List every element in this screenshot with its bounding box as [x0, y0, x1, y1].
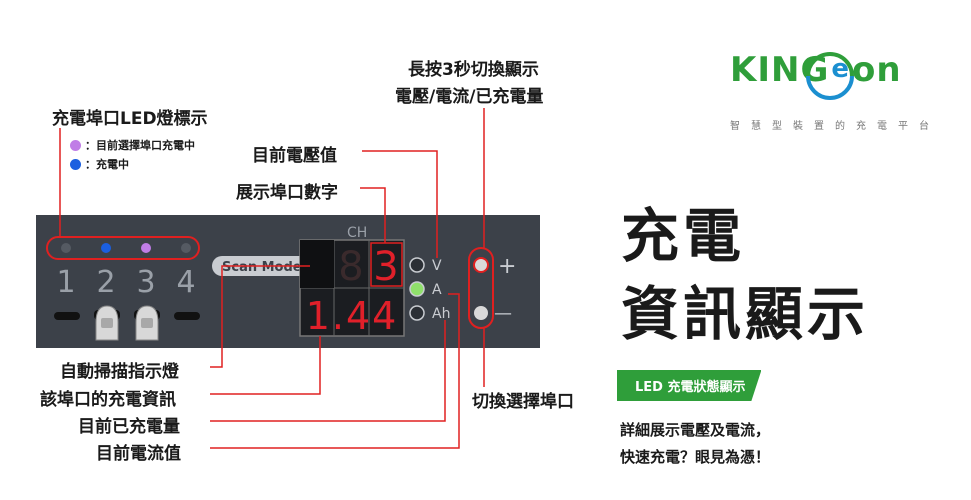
callout-switch-display-line1: 長按3秒切換顯示	[408, 60, 539, 80]
description-line2: 快速充電？眼見為憑！	[620, 448, 771, 466]
port-led-4	[181, 243, 191, 253]
cable-plug-detail	[101, 318, 113, 328]
callout-lines	[59, 108, 485, 449]
port-led-1	[61, 243, 71, 253]
line-port-info	[210, 336, 321, 395]
headline-line2: 資訊顯示	[621, 280, 870, 348]
channel-digit: 3	[373, 244, 398, 290]
usb-port-4	[174, 312, 200, 320]
led-legend: 充電埠口LED燈標示 ：目前選擇埠口充電中 ：充電中	[52, 104, 208, 172]
purple-dot-icon	[70, 139, 81, 151]
port-led-2	[101, 243, 111, 253]
channel-digit-highlight	[370, 242, 403, 287]
reading-value: 1.44	[306, 294, 399, 338]
logo-ring-icon	[806, 52, 854, 100]
legend-title: 充電埠口LED燈標示	[52, 109, 208, 129]
cable-plug-detail	[141, 318, 153, 328]
headline-line1: 充電	[621, 202, 746, 270]
unit-led-v	[409, 257, 425, 273]
description: 詳細展示電壓及電流， 快速充電？眼見為憑！	[620, 417, 770, 471]
callout-port-info: 該埠口的充電資訊	[40, 390, 176, 410]
callout-switch-port: 切換選擇埠口	[472, 392, 574, 412]
legend-item-label: ：充電中	[85, 158, 129, 171]
line-voltage	[362, 150, 438, 258]
ghost-digit: 8	[338, 244, 363, 290]
callout-current-value: 目前電流值	[96, 444, 181, 464]
port-number-4: 4	[176, 265, 195, 300]
callout-charged-amount: 目前已充電量	[78, 417, 180, 437]
port-number-2: 2	[96, 265, 115, 300]
unit-led-ah	[409, 305, 425, 321]
plus-icon: +	[498, 254, 516, 279]
unit-label-ah: Ah	[432, 306, 450, 322]
port-number-3: 3	[136, 265, 155, 300]
usb-port-1	[54, 312, 80, 320]
line-auto-scan	[210, 265, 310, 368]
brand-tagline: 智慧型裝置的充電平台	[730, 121, 940, 132]
description-line1: 詳細展示電壓及電流，	[620, 421, 771, 439]
callout-switch-display-line2: 電壓/電流/已充電量	[395, 87, 544, 107]
scan-mode-label: Scan Mode	[222, 260, 302, 275]
line-port-number	[360, 187, 386, 243]
display-blank-cell	[300, 240, 334, 288]
line-current	[210, 293, 460, 449]
led-status-badge: LED 充電狀態顯示	[617, 370, 762, 401]
port-led-group	[46, 236, 200, 260]
callout-port-number: 展示埠口數字	[236, 183, 338, 203]
port-number-1: 1	[56, 265, 75, 300]
unit-label-a: A	[432, 282, 442, 298]
logo-text-suffix: on	[852, 50, 902, 90]
legend-item-label: ：目前選擇埠口充電中	[85, 139, 195, 152]
minus-icon: —	[494, 303, 512, 324]
line-charged	[210, 320, 446, 422]
port-led-3	[141, 243, 151, 253]
legend-item: ：目前選擇埠口充電中	[70, 137, 208, 153]
callout-current-voltage: 目前電壓值	[252, 146, 337, 166]
logo-text-prefix: KING	[730, 50, 830, 90]
port-down-button[interactable]	[474, 306, 488, 320]
ch-label: CH	[347, 225, 367, 241]
unit-label-v: V	[432, 258, 442, 274]
unit-led-a	[409, 281, 425, 297]
callout-auto-scan: 自動掃描指示燈	[60, 362, 179, 382]
port-select-group	[468, 247, 494, 329]
blue-dot-icon	[70, 158, 81, 170]
port-up-button[interactable]	[473, 257, 489, 273]
brand-logo: KINGeon	[730, 50, 902, 90]
legend-item: ：充電中	[70, 156, 208, 172]
